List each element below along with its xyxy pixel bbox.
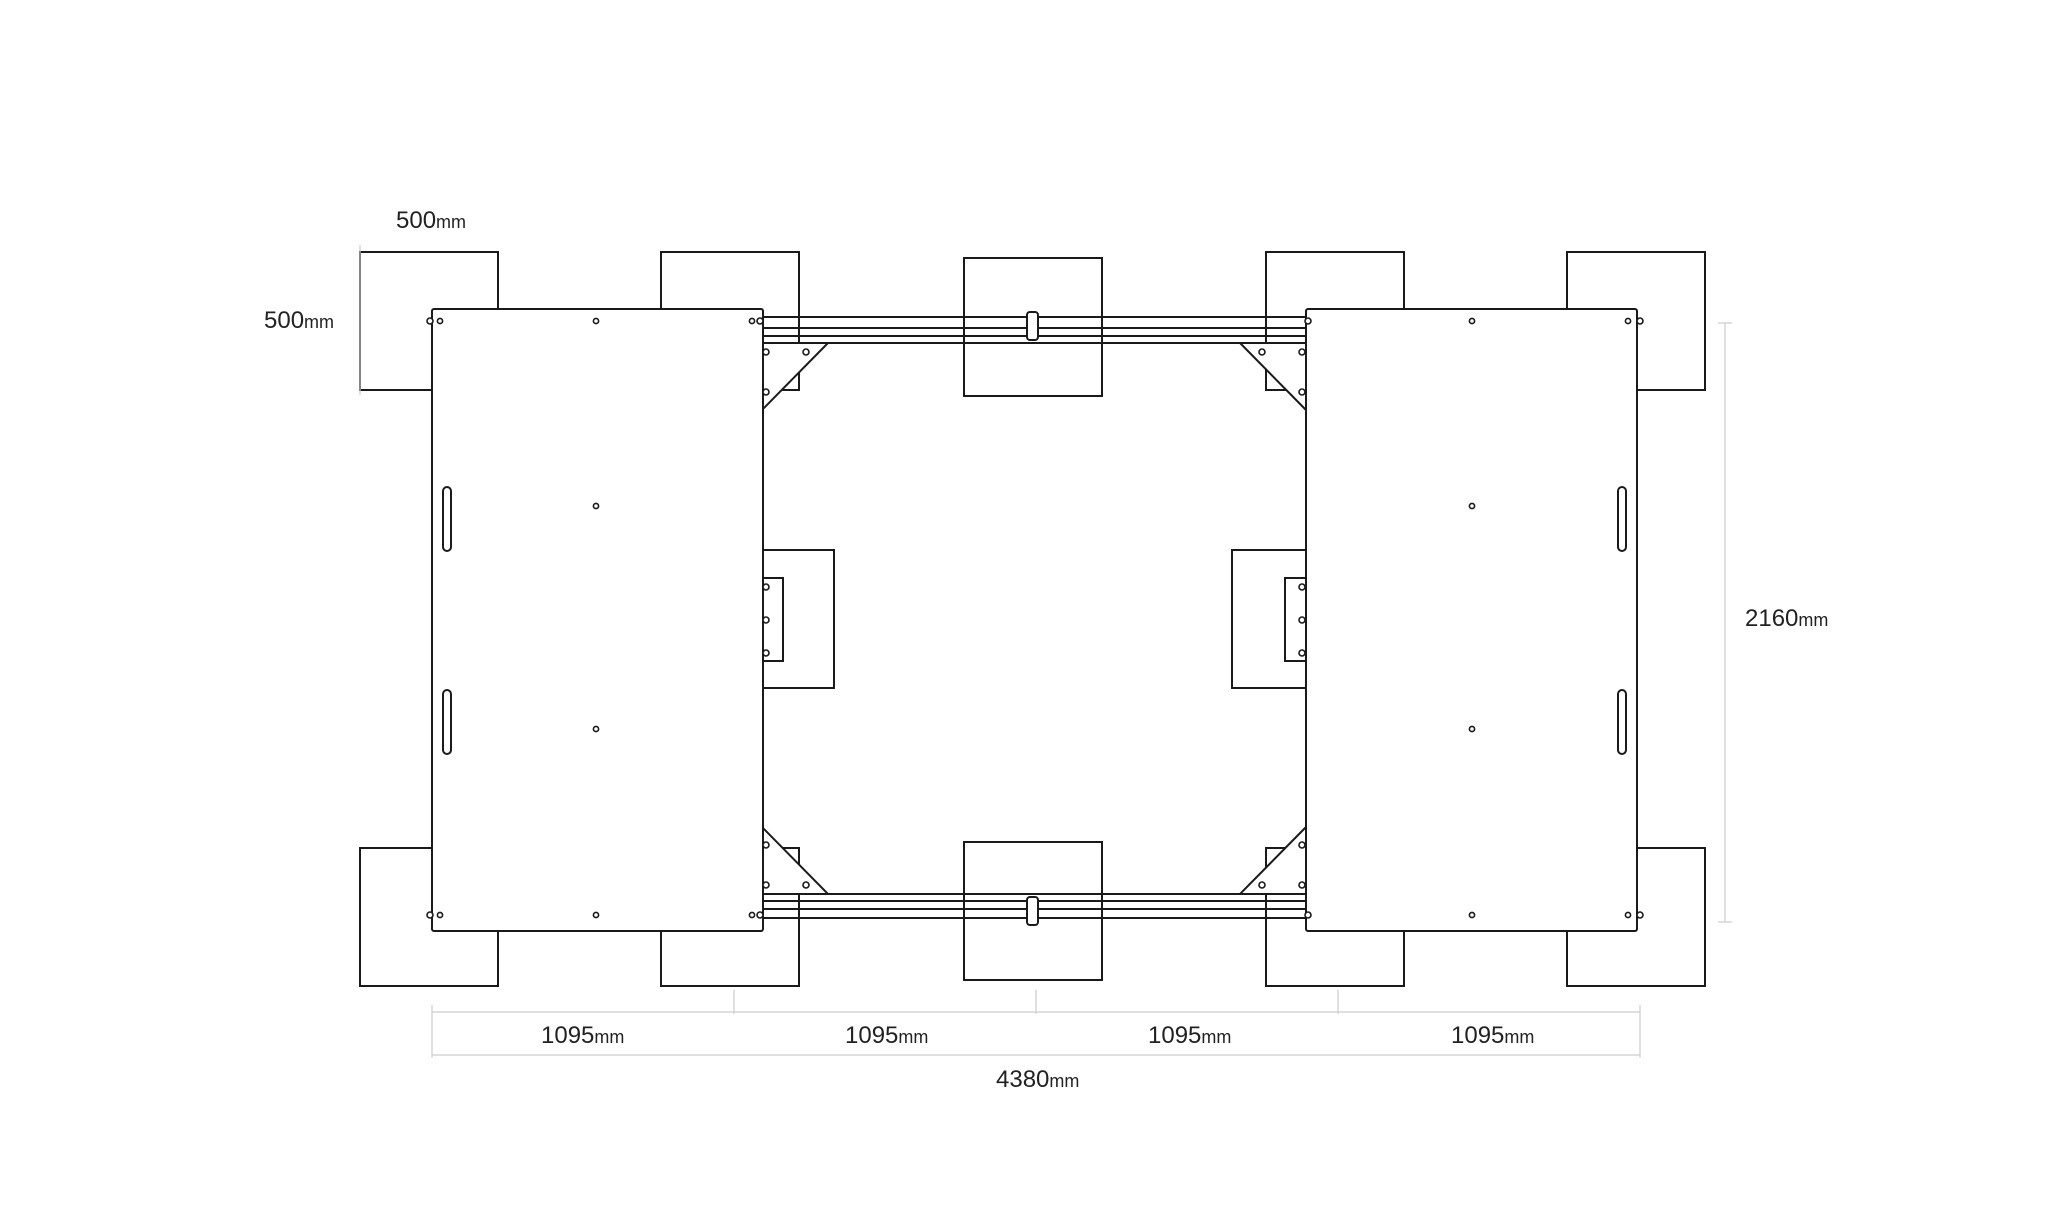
corner-brace xyxy=(1237,342,1307,413)
frame-rails xyxy=(762,311,1306,926)
rail-coupler xyxy=(1026,896,1039,926)
dim-label-overall-depth: 2160mm xyxy=(1745,605,1828,632)
dim-label-span-3: 1095mm xyxy=(1148,1022,1231,1049)
corner-brace xyxy=(1237,824,1307,895)
deck-platform-left xyxy=(431,308,764,932)
dimension-lines xyxy=(359,245,1732,1058)
handle-slot xyxy=(1617,486,1627,552)
handle-slot xyxy=(1617,689,1627,755)
corner-braces xyxy=(761,342,1307,895)
bolts xyxy=(426,317,1644,919)
corner-brace xyxy=(761,824,831,895)
handle-slots xyxy=(442,486,1627,755)
dim-label-overall-length: 4380mm xyxy=(996,1066,1079,1093)
dim-label-span-2: 1095mm xyxy=(845,1022,928,1049)
dim-label-span-4: 1095mm xyxy=(1451,1022,1534,1049)
dim-label-block-width: 500mm xyxy=(396,207,466,234)
deck-platform-right xyxy=(1305,308,1638,932)
rail-coupler xyxy=(1026,311,1039,341)
handle-slot xyxy=(442,486,452,552)
handle-slot xyxy=(442,689,452,755)
dim-label-block-height: 500mm xyxy=(264,307,334,334)
dim-label-span-1: 1095mm xyxy=(541,1022,624,1049)
corner-brace xyxy=(761,342,831,413)
